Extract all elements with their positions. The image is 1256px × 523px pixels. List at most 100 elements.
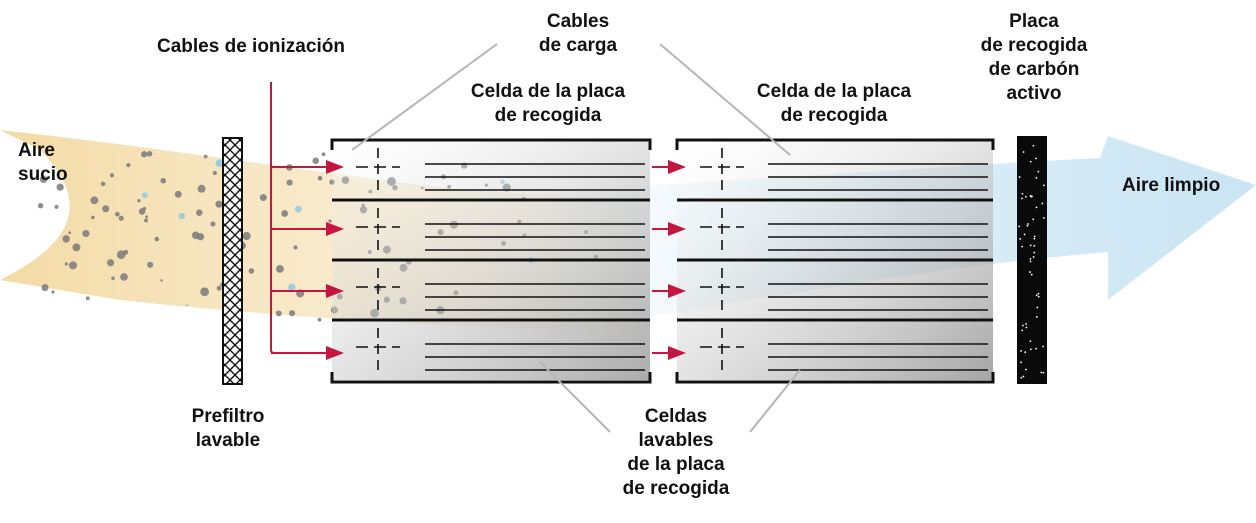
- dust-particle: [321, 152, 326, 157]
- collector-cell-1-label: Celda de la placa de recogida: [471, 80, 625, 128]
- washable-cells-label: Celdas lavables de la placa de recogida: [623, 405, 730, 501]
- dust-particle: [62, 235, 70, 243]
- carbon-speck: [1020, 350, 1022, 352]
- carbon-speck: [1021, 245, 1024, 248]
- dust-particle: [111, 276, 115, 281]
- ion-arrow-head: [326, 222, 344, 236]
- dust-particle: [203, 154, 208, 159]
- dust-particle: [142, 206, 147, 211]
- carbon-speck: [1042, 371, 1045, 374]
- carbon-speck: [1033, 237, 1036, 240]
- dust-particle: [142, 192, 148, 199]
- dust-particle: [145, 215, 149, 219]
- clean-air-text: Aire limpio: [1122, 175, 1221, 196]
- carbon-speck: [1029, 260, 1032, 263]
- dust-particle: [174, 190, 182, 198]
- dust-particle: [144, 218, 148, 223]
- dust-particle: [146, 151, 153, 157]
- dust-particle: [37, 202, 44, 209]
- dust-particle: [200, 287, 209, 297]
- carbon-speck: [1035, 316, 1038, 318]
- carbon-speck: [1033, 244, 1036, 247]
- dust-particle: [191, 231, 200, 240]
- ion-arrow-head: [668, 160, 686, 174]
- dust-particle: [56, 183, 64, 191]
- carbon-speck: [1029, 271, 1031, 273]
- carbon-plate-label: Placa de recogida de carbón activo: [981, 10, 1088, 106]
- carbon-speck: [1027, 223, 1030, 225]
- carbon-speck: [1037, 292, 1040, 295]
- dust-particle: [281, 210, 289, 217]
- dust-particle: [64, 262, 68, 266]
- carbon-speck: [1036, 306, 1039, 309]
- collector-cell-2: [675, 138, 995, 384]
- dust-particle: [72, 243, 81, 252]
- carbon-speck: [1035, 347, 1038, 350]
- ion-arrow-head: [326, 160, 344, 174]
- dust-particle: [212, 170, 217, 176]
- dust-particle: [68, 261, 78, 270]
- carbon-speck: [1024, 351, 1027, 354]
- dust-particle: [293, 245, 298, 250]
- ion-arrow-head: [668, 222, 686, 236]
- prefilter-line-2: lavable: [195, 430, 261, 451]
- carbon-speck: [1030, 273, 1033, 276]
- dust-particle: [160, 279, 163, 282]
- carbon-speck: [1022, 375, 1025, 378]
- carbon-speck: [1040, 371, 1043, 374]
- carbon-speck: [1018, 225, 1021, 228]
- dust-particle: [248, 268, 255, 274]
- carbon-speck: [1033, 251, 1036, 254]
- carbon-speck: [1024, 195, 1027, 198]
- dust-particle: [160, 177, 167, 184]
- carbon-speck: [1025, 323, 1027, 325]
- carbon-plate-line-4: activo: [1006, 83, 1062, 104]
- dust-particle: [123, 249, 129, 255]
- dust-particle: [259, 194, 267, 202]
- dust-particle: [210, 221, 216, 227]
- dust-particle: [51, 290, 55, 294]
- dust-particle: [154, 236, 160, 242]
- carbon-speck: [1032, 256, 1035, 258]
- dust-particle: [185, 303, 189, 307]
- dust-particle: [85, 296, 90, 301]
- carbon-speck: [1030, 195, 1033, 198]
- dust-particle: [102, 205, 110, 213]
- prefilter-line-1: Prefiltro: [191, 406, 265, 427]
- collector-cell-1-line-2: de recogida: [494, 105, 602, 126]
- ion-arrow-head: [668, 284, 686, 298]
- ionization-wires-text: Cables de ionización: [157, 36, 345, 57]
- dust-particle: [126, 163, 131, 168]
- dust-particle: [197, 184, 206, 193]
- dust-particle: [275, 310, 282, 317]
- dust-particle: [317, 175, 323, 181]
- dust-particle: [147, 261, 154, 268]
- carbon-speck: [1025, 326, 1028, 329]
- carbon-speck: [1029, 340, 1032, 343]
- carbon-speck: [1035, 294, 1038, 297]
- carbon-speck: [1035, 157, 1037, 160]
- charge-wires-line-1: Cables: [546, 11, 610, 32]
- collector-cell-2-label: Celda de la placa de recogida: [757, 80, 911, 128]
- dust-particle: [41, 284, 49, 292]
- carbon-speck: [1019, 238, 1022, 240]
- dust-particle: [54, 204, 59, 209]
- ion-arrow-head: [326, 346, 344, 360]
- collector-cell-1-line-1: Celda de la placa: [470, 81, 626, 102]
- carbon-plate-line-3: de carbón: [988, 59, 1080, 80]
- carbon-speck: [1042, 184, 1045, 187]
- dust-particle: [68, 231, 72, 235]
- carbon-plate-line-2: de recogida: [980, 35, 1088, 56]
- ion-arrow-head: [326, 284, 344, 298]
- dust-particle: [294, 205, 302, 213]
- dust-particle: [215, 200, 223, 208]
- dust-particle: [317, 317, 322, 322]
- dust-particle: [114, 211, 120, 217]
- collector-cell-2-line-2: de recogida: [780, 105, 888, 126]
- dust-particle: [196, 209, 203, 216]
- carbon-speck: [1033, 235, 1036, 238]
- prefilter-mesh: [222, 137, 243, 385]
- washable-cells-line-3: de la placa: [627, 454, 725, 475]
